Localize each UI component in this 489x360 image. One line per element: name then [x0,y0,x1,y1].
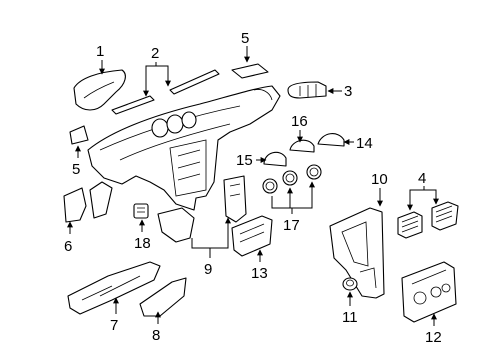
callout-16: 16 [291,113,308,130]
callout-12: 12 [425,329,442,346]
callout-6: 6 [64,238,72,255]
part-5-left-trim [69,125,89,145]
callout-8: 8 [152,327,160,344]
part-6-side-trim [63,181,113,223]
callout-2: 2 [151,45,159,62]
callout-3: 3 [344,83,352,100]
callout-13: 13 [251,265,268,282]
callout-9: 9 [204,261,212,278]
part-12-control-panel [401,261,457,323]
callout-10: 10 [371,171,388,188]
leader-lines [67,46,439,326]
part-11-knob [342,277,358,291]
callout-7: 7 [110,317,118,334]
callout-5-left: 5 [72,161,80,178]
callout-1: 1 [96,43,104,60]
part-9-lower-brackets [157,175,247,243]
callout-18: 18 [134,235,151,252]
part-2-defroster-strips [111,69,220,115]
part-18-clip [133,203,149,219]
part-7-lower-panel [67,261,161,315]
callout-11: 11 [342,309,358,326]
callout-14: 14 [356,135,373,152]
part-5-top-panel [231,63,269,79]
callout-5-top: 5 [241,30,249,47]
part-1-cluster-hood [73,69,126,111]
part-10-center-bezel [329,207,385,299]
callout-15: 15 [236,152,253,169]
callout-labels: 1 2 3 4 5 5 6 7 8 9 10 11 12 13 14 15 16… [64,30,442,346]
part-16-hood [289,139,315,153]
part-17-gauges [262,164,322,194]
part-14-cover [317,133,345,147]
callout-17: 17 [283,217,300,234]
part-3-switch-assembly [287,81,327,99]
part-8-knee-panel [139,277,187,317]
part-13-pocket [231,215,273,257]
instrument-panel-main [87,85,281,211]
part-4-vents [397,201,459,239]
part-15-cover [263,151,287,167]
callout-4: 4 [418,170,426,187]
